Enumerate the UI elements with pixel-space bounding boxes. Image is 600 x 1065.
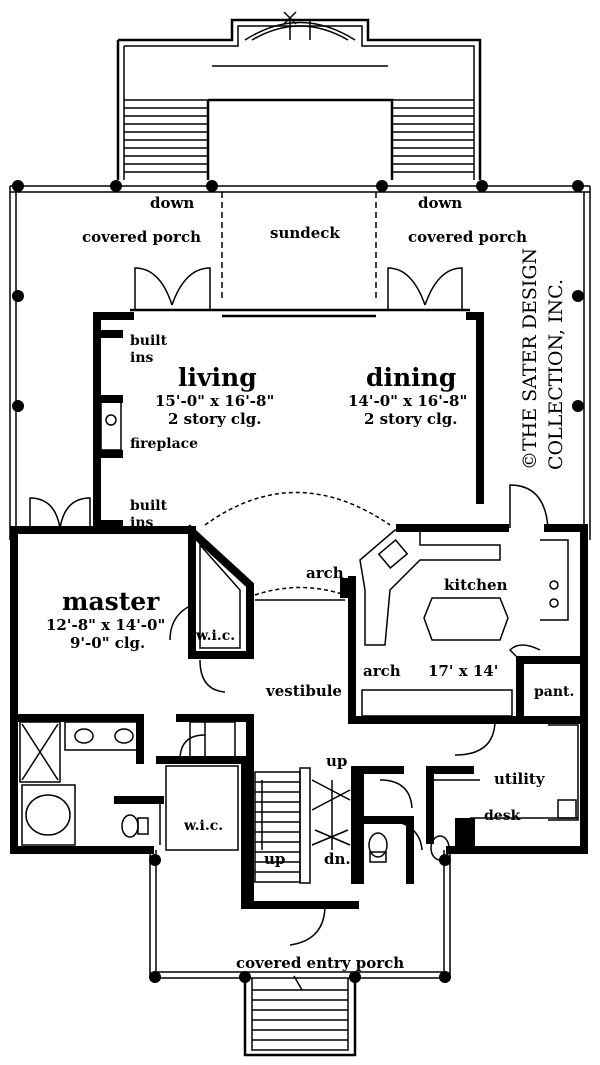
rear-porch-outline <box>9 180 591 540</box>
master-door-swing <box>199 659 226 693</box>
master-name: master <box>62 587 160 616</box>
built-ins-bottom-label-2: ins <box>130 515 153 531</box>
watermark: ©THE SATER DESIGN COLLECTION, INC. <box>519 248 567 470</box>
built-ins-top-label-2: ins <box>130 350 153 366</box>
kitchen-layout <box>348 529 588 756</box>
arch-top-label: arch <box>306 564 344 582</box>
foyer-arch <box>204 491 391 601</box>
built-ins-bottom-label-1: built <box>130 498 168 514</box>
wic-master-label: w.i.c. <box>195 628 235 644</box>
covered-porch-left-label: covered porch <box>82 228 201 246</box>
watermark-line1: ©THE SATER DESIGN <box>519 248 541 470</box>
master-dims: 12'-8" x 14'-0" <box>46 616 165 634</box>
pant-label: pant. <box>534 684 574 700</box>
living-ceiling: 2 story clg. <box>168 410 261 428</box>
down-label-left: down <box>150 194 194 212</box>
down-label-right: down <box>418 194 462 212</box>
wic-bath-label: w.i.c. <box>183 818 223 834</box>
covered-porch-right-label: covered porch <box>408 228 527 246</box>
powder-utility <box>356 724 579 884</box>
entry-porch <box>149 850 451 1057</box>
dn-label: dn. <box>324 850 351 868</box>
master-bath <box>10 714 254 904</box>
kitchen-label: kitchen <box>444 576 508 594</box>
up-bottom-label: up <box>264 850 285 868</box>
exterior-walls <box>10 267 588 854</box>
watermark-line2: COLLECTION, INC. <box>545 279 567 470</box>
living-name: living <box>178 363 257 392</box>
rear-stairs <box>116 11 482 180</box>
master-closet-walls <box>169 524 254 659</box>
utility-label: utility <box>494 770 546 788</box>
vestibule-label: vestibule <box>265 682 342 700</box>
desk-label: desk <box>484 808 521 824</box>
covered-entry-porch-label: covered entry porch <box>236 954 404 972</box>
stair-core <box>246 756 359 909</box>
dining-ceiling: 2 story clg. <box>364 410 457 428</box>
living-dims: 15'-0" x 16'-8" <box>155 392 274 410</box>
arch-left-label: arch <box>363 662 401 680</box>
fireplace-label: fireplace <box>130 436 198 452</box>
up-top-label: up <box>326 752 347 770</box>
dining-name: dining <box>366 363 456 392</box>
dining-dims: 14'-0" x 16'-8" <box>348 392 467 410</box>
sundeck-label: sundeck <box>270 224 340 242</box>
kitchen-dims: 17' x 14' <box>428 662 498 680</box>
built-ins-top-label-1: built <box>130 333 168 349</box>
master-ceiling: 9'-0" clg. <box>70 634 145 652</box>
